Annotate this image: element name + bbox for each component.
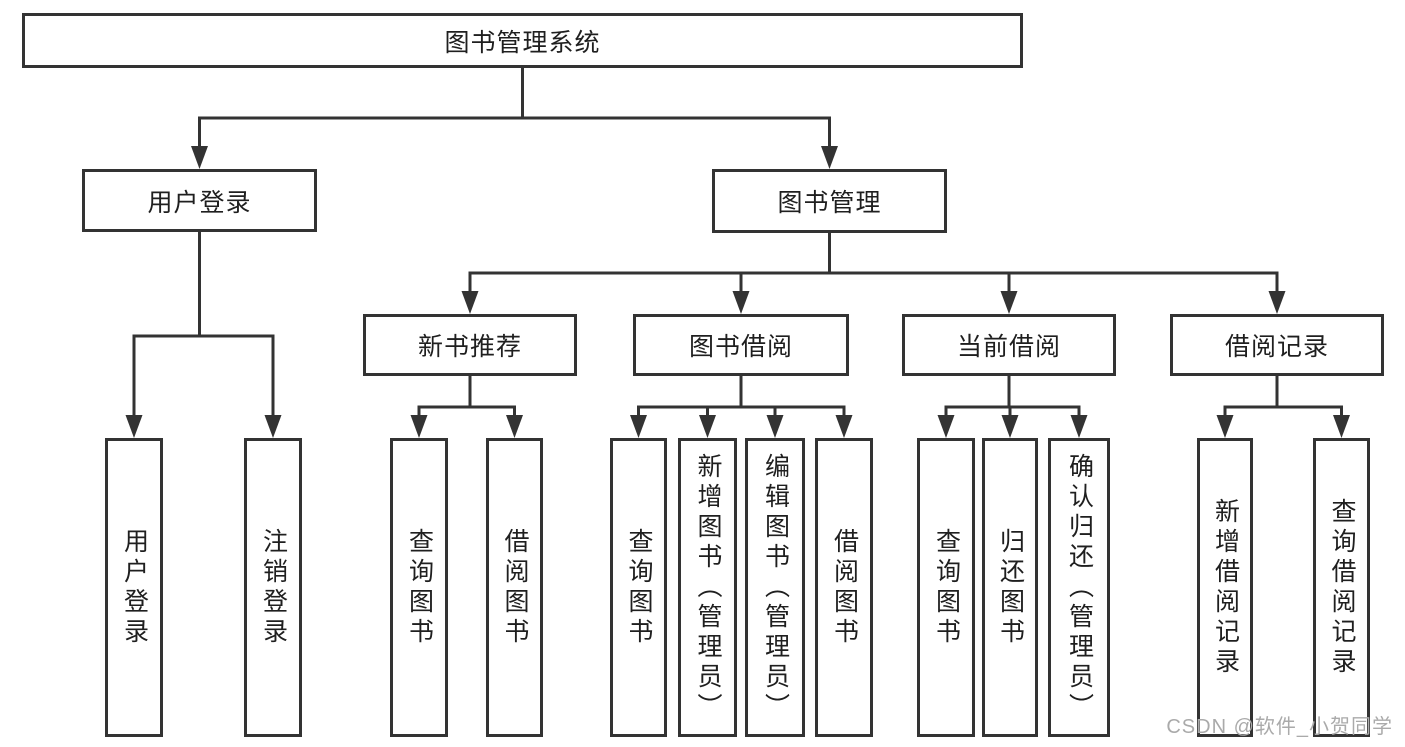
- leaf-current-query-books-label: 查询图书: [932, 527, 961, 648]
- node-book-management-label: 图书管理: [777, 189, 882, 217]
- leaf-borrow-books-label: 借阅图书: [830, 527, 859, 648]
- node-borrow-records-label: 借阅记录: [1224, 333, 1329, 361]
- node-user-login: 用户登录: [82, 169, 317, 232]
- leaf-edit-books-admin-label: 编辑图书（管理员）: [761, 452, 790, 723]
- leaf-add-borrow-record-label: 新增借阅记录: [1211, 497, 1240, 678]
- leaf-return-books-label: 归还图书: [996, 527, 1025, 648]
- leaf-query-borrow-record: 查询借阅记录: [1313, 438, 1370, 737]
- node-book-management: 图书管理: [712, 169, 947, 233]
- leaf-logout-label: 注销登录: [259, 527, 288, 648]
- leaf-recommend-borrow-books: 借阅图书: [486, 438, 543, 737]
- node-borrow-records: 借阅记录: [1170, 314, 1384, 376]
- node-system-root: 图书管理系统: [22, 13, 1023, 68]
- leaf-recommend-query-books: 查询图书: [390, 438, 448, 737]
- leaf-user-login-label: 用户登录: [120, 527, 149, 648]
- node-system-root-label: 图书管理系统: [444, 28, 601, 57]
- leaf-recommend-borrow-books-label: 借阅图书: [501, 527, 529, 648]
- leaf-borrow-query-books-label: 查询图书: [625, 527, 653, 648]
- csdn-watermark: CSDN @软件_小贺同学: [1166, 716, 1393, 738]
- leaf-current-query-books: 查询图书: [917, 438, 975, 737]
- leaf-user-login: 用户登录: [105, 438, 163, 737]
- leaf-return-books: 归还图书: [982, 438, 1038, 737]
- leaf-add-borrow-record: 新增借阅记录: [1197, 438, 1253, 737]
- leaf-add-books-admin-label: 新增图书（管理员）: [694, 452, 722, 723]
- leaf-borrow-query-books: 查询图书: [610, 438, 667, 737]
- node-current-borrow: 当前借阅: [902, 314, 1116, 376]
- leaf-confirm-return-admin-label: 确认归还（管理员）: [1065, 452, 1094, 723]
- node-new-book-recommend: 新书推荐: [363, 314, 577, 376]
- leaf-query-borrow-record-label: 查询借阅记录: [1328, 497, 1356, 678]
- node-book-borrow: 图书借阅: [633, 314, 849, 376]
- leaf-confirm-return-admin: 确认归还（管理员）: [1048, 438, 1110, 737]
- node-new-book-recommend-label: 新书推荐: [417, 333, 522, 361]
- leaf-borrow-books: 借阅图书: [815, 438, 873, 737]
- node-current-borrow-label: 当前借阅: [956, 333, 1061, 361]
- node-book-borrow-label: 图书借阅: [688, 333, 793, 361]
- leaf-edit-books-admin: 编辑图书（管理员）: [745, 438, 805, 737]
- leaf-add-books-admin: 新增图书（管理员）: [678, 438, 737, 737]
- leaf-recommend-query-books-label: 查询图书: [405, 527, 434, 648]
- leaf-logout: 注销登录: [244, 438, 302, 737]
- node-user-login-label: 用户登录: [147, 188, 252, 217]
